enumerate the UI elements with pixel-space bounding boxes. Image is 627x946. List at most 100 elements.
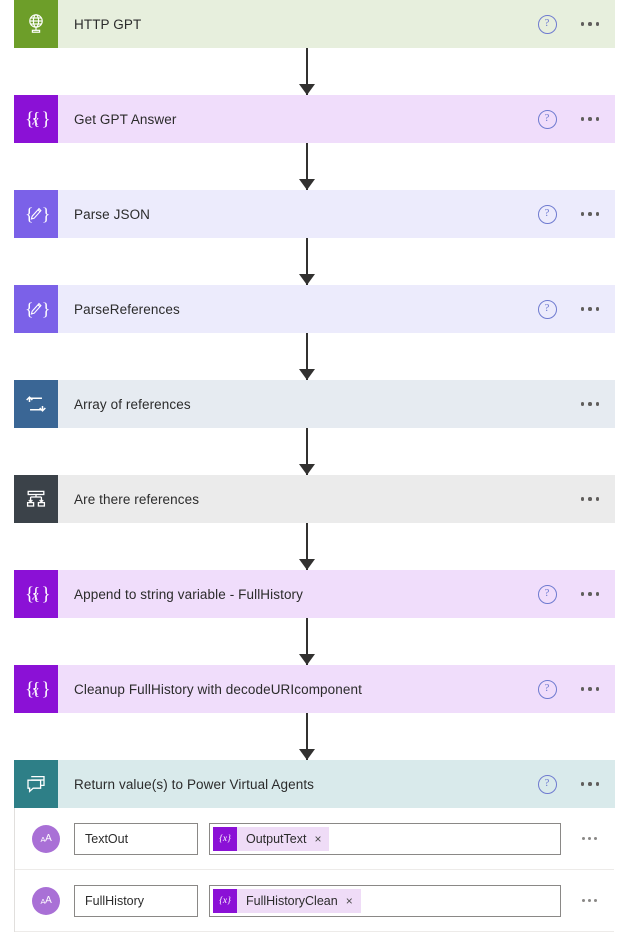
more-commands-button[interactable] xyxy=(579,113,602,125)
help-icon[interactable]: ? xyxy=(537,14,557,34)
svg-text:}: } xyxy=(42,109,51,130)
flow-connector-1 xyxy=(0,48,627,95)
dot xyxy=(580,592,584,596)
flow-step-title: Array of references xyxy=(74,396,191,412)
connector-arrowhead xyxy=(298,654,315,665)
globe-http-icon xyxy=(14,0,58,48)
connector-arrowhead xyxy=(298,369,315,380)
dot xyxy=(588,212,592,216)
dot xyxy=(581,899,585,902)
dot xyxy=(593,837,597,840)
flow-step-title: Append to string variable - FullHistory xyxy=(74,586,303,602)
flow-step-body: Parse JSON? xyxy=(58,190,615,238)
flow-step-append-to-string-variable-fullhistory[interactable]: { { x } Append to string variable - Full… xyxy=(14,570,615,618)
flow-step-body: Append to string variable - FullHistory? xyxy=(58,570,615,618)
remove-token-icon[interactable]: × xyxy=(314,831,322,846)
more-commands-button[interactable] xyxy=(579,588,602,600)
svg-text:x: x xyxy=(31,589,39,604)
flow-step-get-gpt-answer[interactable]: { { x } Get GPT Answer? xyxy=(14,95,615,143)
flow-step-parse-json[interactable]: { } Parse JSON? xyxy=(14,190,615,238)
more-commands-button[interactable] xyxy=(579,208,602,220)
flow-step-body: Get GPT Answer? xyxy=(58,95,615,143)
dynamic-content-token[interactable]: {x}OutputText× xyxy=(213,826,330,851)
more-commands-button[interactable] xyxy=(579,398,602,410)
dot xyxy=(580,22,584,26)
flow-step-parse-references[interactable]: { } ParseReferences? xyxy=(14,285,615,333)
flow-step-return-values-to-power-virtual-agents[interactable]: Return value(s) to Power Virtual Agents? xyxy=(14,760,615,808)
flow-step-title: HTTP GPT xyxy=(74,16,142,32)
connector-line xyxy=(305,48,308,95)
svg-text:}: } xyxy=(42,204,51,224)
flow-step-body: Return value(s) to Power Virtual Agents? xyxy=(58,760,615,808)
dot xyxy=(595,782,599,786)
dot xyxy=(595,117,599,121)
flow-step-body: Cleanup FullHistory with decodeURIcompon… xyxy=(58,665,615,713)
flow-step-http-gpt[interactable]: HTTP GPT? xyxy=(14,0,615,48)
dot xyxy=(588,592,592,596)
pva-parameter-key-input[interactable]: TextOut xyxy=(74,822,198,855)
flow-step-are-there-references[interactable]: Are there references xyxy=(14,475,615,523)
flow-step-body: Array of references xyxy=(58,380,615,428)
dot xyxy=(595,687,599,691)
dot xyxy=(595,212,599,216)
parameter-more-commands-button[interactable] xyxy=(574,837,604,840)
more-commands-button[interactable] xyxy=(579,18,602,30)
help-icon[interactable]: ? xyxy=(537,109,557,129)
variable-braces-x-icon: { { x } xyxy=(14,665,58,713)
dot xyxy=(588,22,592,26)
flow-connector-6 xyxy=(0,523,627,570)
flow-step-array-of-references[interactable]: Array of references xyxy=(14,380,615,428)
help-icon[interactable]: ? xyxy=(537,584,557,604)
connector-line xyxy=(305,618,308,665)
pva-parameter-value-input[interactable]: {x}OutputText× xyxy=(209,822,561,855)
dot xyxy=(580,687,584,691)
avatar-label: A xyxy=(45,833,52,844)
svg-text:}: } xyxy=(42,679,51,700)
dot xyxy=(595,402,599,406)
variable-braces-x-icon: {x} xyxy=(213,826,237,851)
flow-connector-3 xyxy=(0,238,627,285)
variable-braces-x-icon: { { x } xyxy=(14,95,58,143)
dot xyxy=(595,497,599,501)
help-icon[interactable]: ? xyxy=(537,774,557,794)
flow-step-title: Return value(s) to Power Virtual Agents xyxy=(74,776,315,792)
remove-token-icon[interactable]: × xyxy=(345,893,353,908)
connector-line xyxy=(305,143,308,190)
help-icon[interactable]: ? xyxy=(537,299,557,319)
dot xyxy=(580,212,584,216)
parameter-more-commands-button[interactable] xyxy=(574,899,604,902)
more-commands-button[interactable] xyxy=(579,493,602,505)
loop-repeat-icon xyxy=(14,380,58,428)
dot xyxy=(588,307,592,311)
chat-bubble-reply-icon xyxy=(14,760,58,808)
svg-text:{: { xyxy=(32,109,41,129)
help-icon[interactable]: ? xyxy=(537,679,557,699)
dot xyxy=(595,307,599,311)
connector-arrowhead xyxy=(298,749,315,760)
flow-step-cleanup-fullhistory[interactable]: { { x } Cleanup FullHistory with decodeU… xyxy=(14,665,615,713)
svg-text:{: { xyxy=(32,679,41,699)
more-commands-button[interactable] xyxy=(579,778,602,790)
svg-text:}: } xyxy=(42,584,51,605)
help-icon[interactable]: ? xyxy=(537,204,557,224)
panel-bottom-spacer xyxy=(0,932,627,946)
svg-text:}: } xyxy=(42,299,51,319)
svg-text:{: { xyxy=(32,584,41,604)
more-commands-button[interactable] xyxy=(579,303,602,315)
connector-arrowhead xyxy=(298,274,315,285)
connector-line xyxy=(305,428,308,475)
flow-step-body: Are there references xyxy=(58,475,615,523)
condition-branch-icon xyxy=(14,475,58,523)
pva-parameter-key-input[interactable]: FullHistory xyxy=(74,884,198,917)
compose-pencil-braces-icon: { } xyxy=(14,190,58,238)
pva-parameter-value-input[interactable]: {x}FullHistoryClean× xyxy=(209,884,561,917)
flow-step-title: Are there references xyxy=(74,491,200,507)
dot xyxy=(593,899,597,902)
dot xyxy=(595,22,599,26)
more-commands-button[interactable] xyxy=(579,683,602,695)
